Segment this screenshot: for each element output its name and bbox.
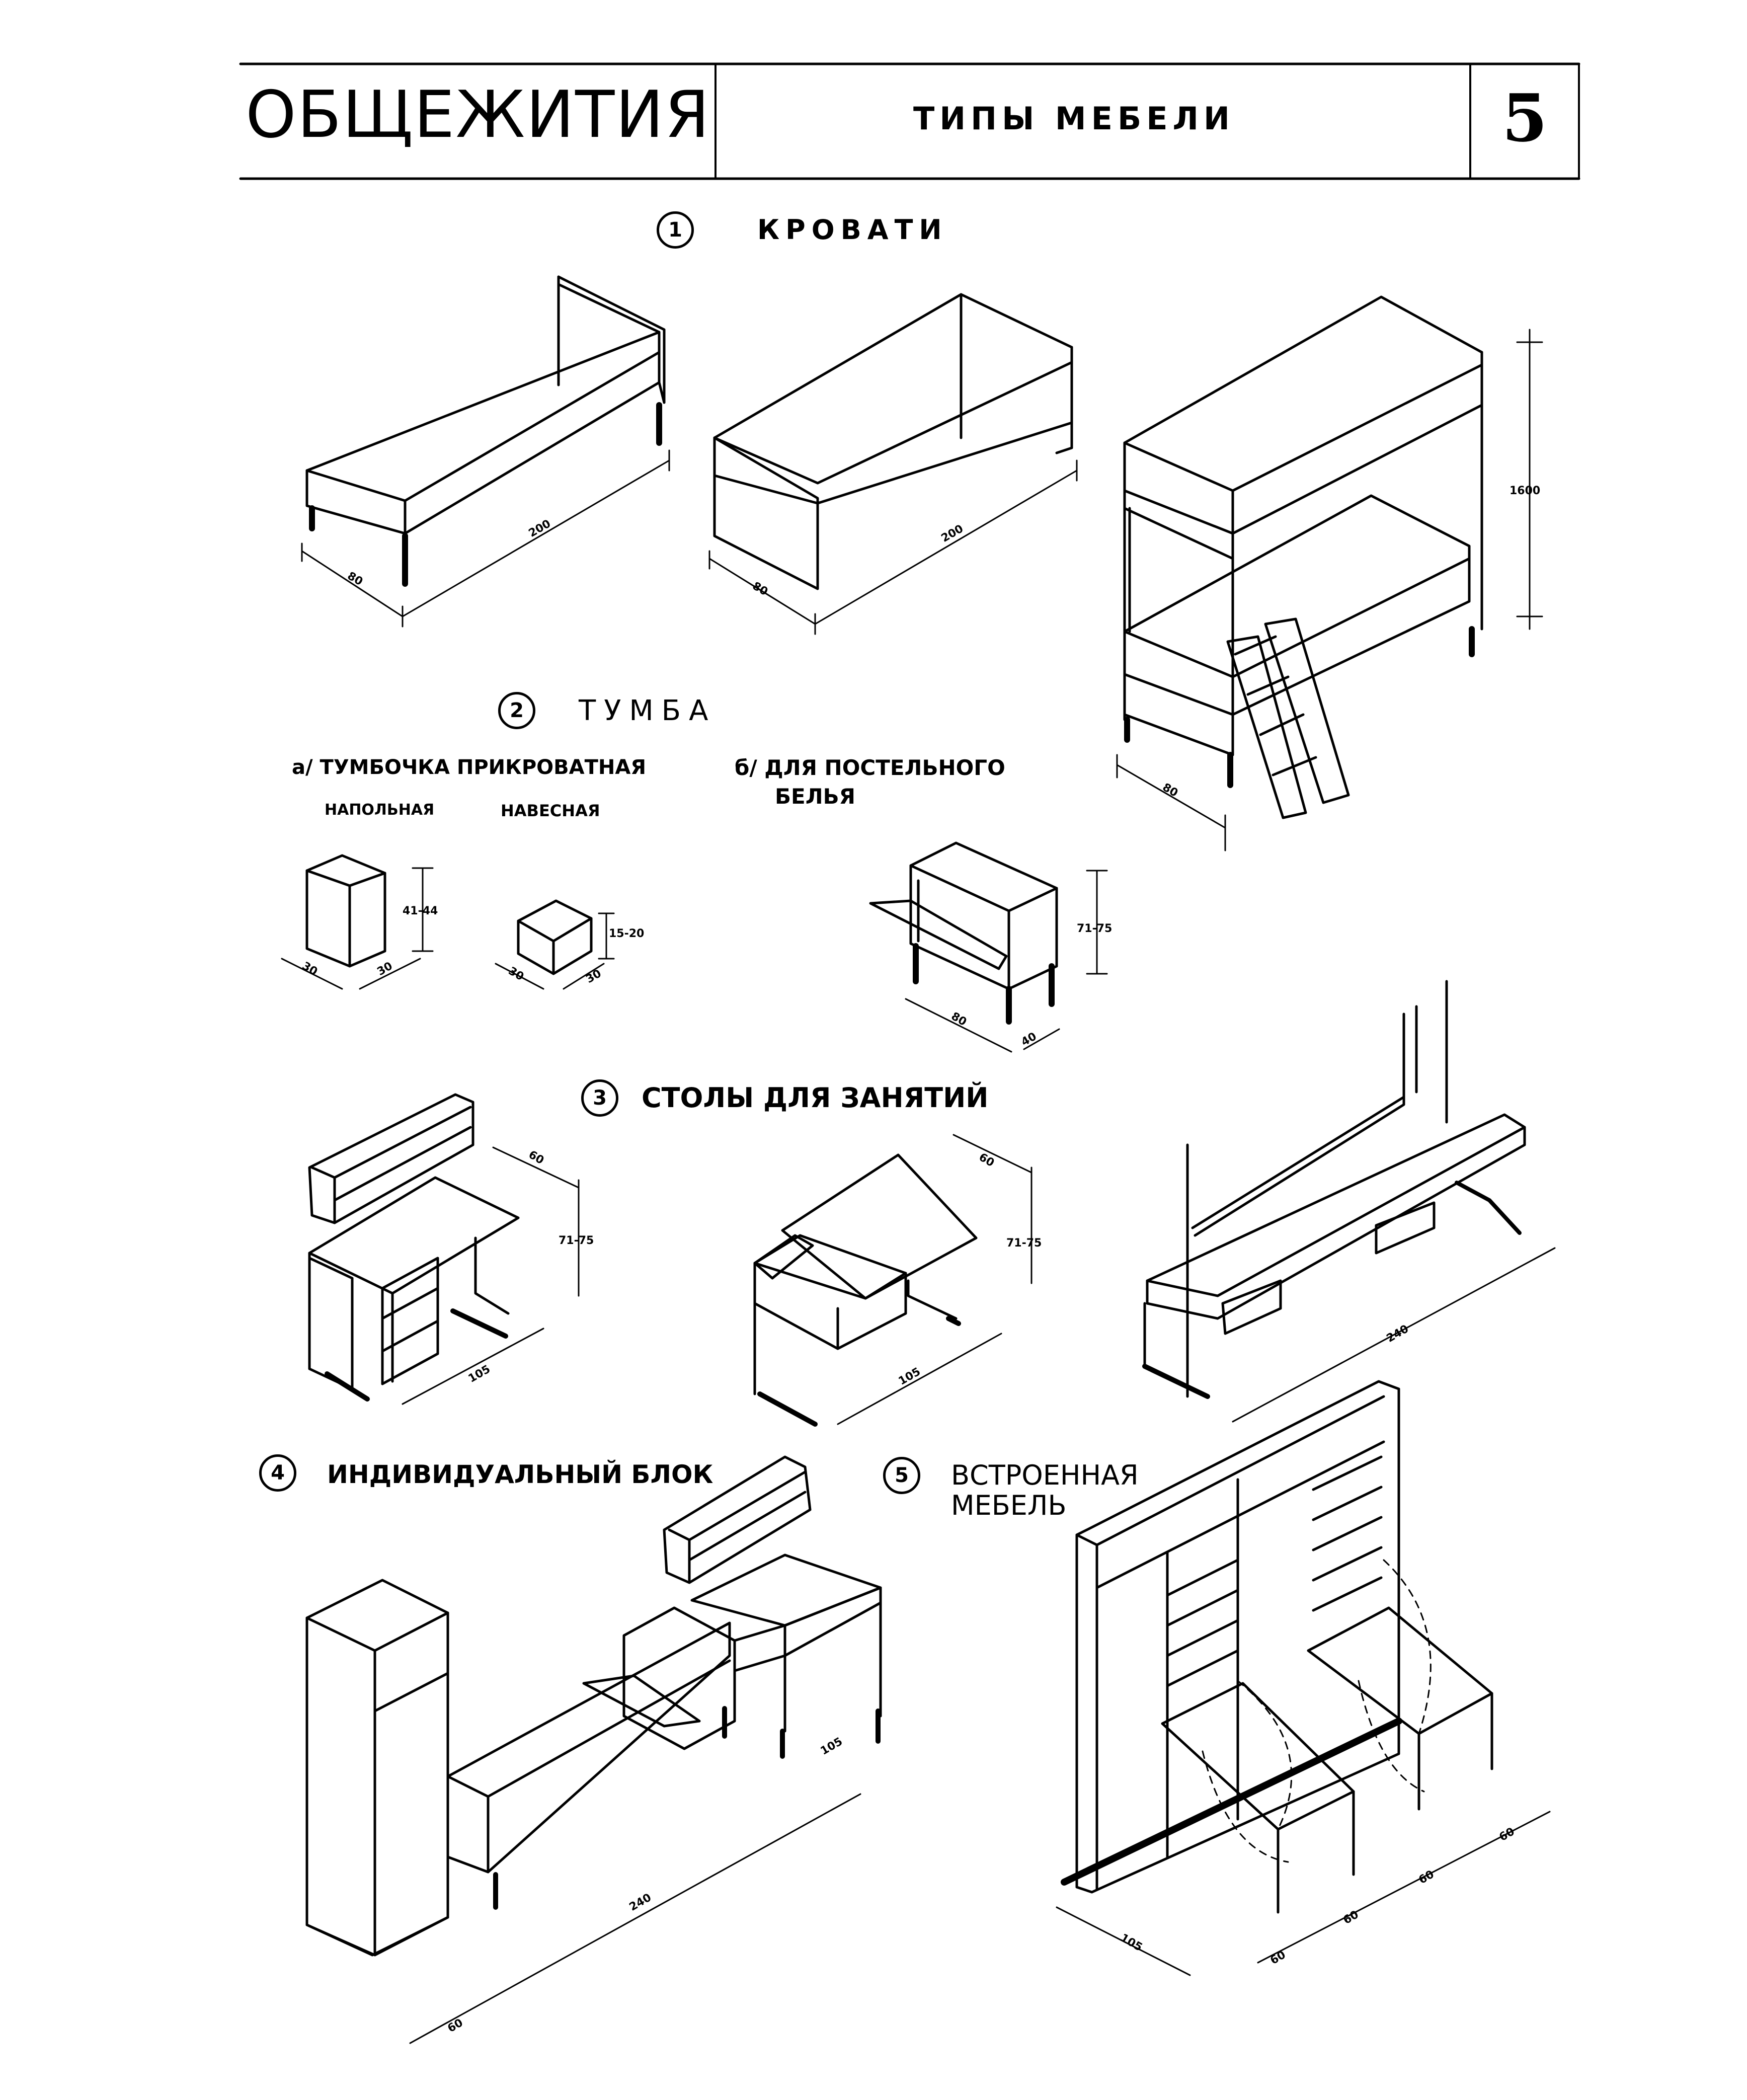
bed-bunk — [1116, 295, 1543, 851]
tumba-b-line1: б/ ДЛЯ ПОСТЕЛЬНОГО — [735, 755, 1005, 780]
desk-window — [1142, 980, 1556, 1423]
section-title-beds: КРОВАТИ — [757, 214, 948, 246]
bed-box — [708, 293, 1078, 635]
section-title-builtin-1: ВСТРОЕННАЯ — [951, 1459, 1139, 1491]
dim-desk2-height: 71-75 — [1006, 1237, 1042, 1250]
dim-linen-height: 71-75 — [1077, 922, 1113, 935]
tumba-a-title: а/ ТУМБОЧКА ПРИКРОВАТНАЯ — [292, 756, 647, 779]
page-number: 5 — [1502, 80, 1548, 157]
section-title-desks: СТОЛЫ ДЛЯ ЗАНЯТИЙ — [642, 1082, 989, 1114]
header-subtitle: ТИПЫ МЕБЕЛИ — [913, 100, 1235, 137]
section-number-3: 3 — [581, 1079, 618, 1117]
bed-single — [301, 275, 670, 628]
tumba-b-line2: БЕЛЬЯ — [775, 784, 855, 809]
section-number-2: 2 — [498, 692, 535, 729]
header-title: ОБЩЕЖИТИЯ — [246, 77, 710, 152]
header-frame — [239, 62, 1580, 180]
tumba-a-hanging: НАВЕСНАЯ — [501, 801, 600, 820]
desk-with-shelf — [308, 1093, 580, 1405]
tumba-a-floor: НАПОЛЬНАЯ — [325, 801, 435, 819]
individual-block — [305, 1455, 882, 2044]
section-title-individual-block: ИНДИВИДУАЛЬНЫЙ БЛОК — [327, 1460, 713, 1489]
section-title-builtin-2: МЕБЕЛЬ — [951, 1490, 1067, 1521]
built-in-furniture — [1056, 1380, 1551, 1976]
section-title-tumba: ТУМБА — [579, 694, 717, 727]
section-number-4: 4 — [259, 1454, 296, 1492]
dim-desk1-height: 71-75 — [559, 1234, 594, 1247]
desk-drafting — [753, 1134, 1033, 1427]
nightstand-floor — [281, 854, 434, 990]
section-number-5: 5 — [883, 1457, 920, 1494]
dim-hang-height: 15-20 — [609, 927, 645, 940]
linen-cabinet — [869, 841, 1108, 1053]
section-number-1: 1 — [657, 211, 694, 249]
dim-floor-height: 41-44 — [403, 905, 438, 917]
dim-bunk-height: 1600 — [1510, 485, 1541, 497]
nightstand-hanging — [495, 899, 615, 990]
